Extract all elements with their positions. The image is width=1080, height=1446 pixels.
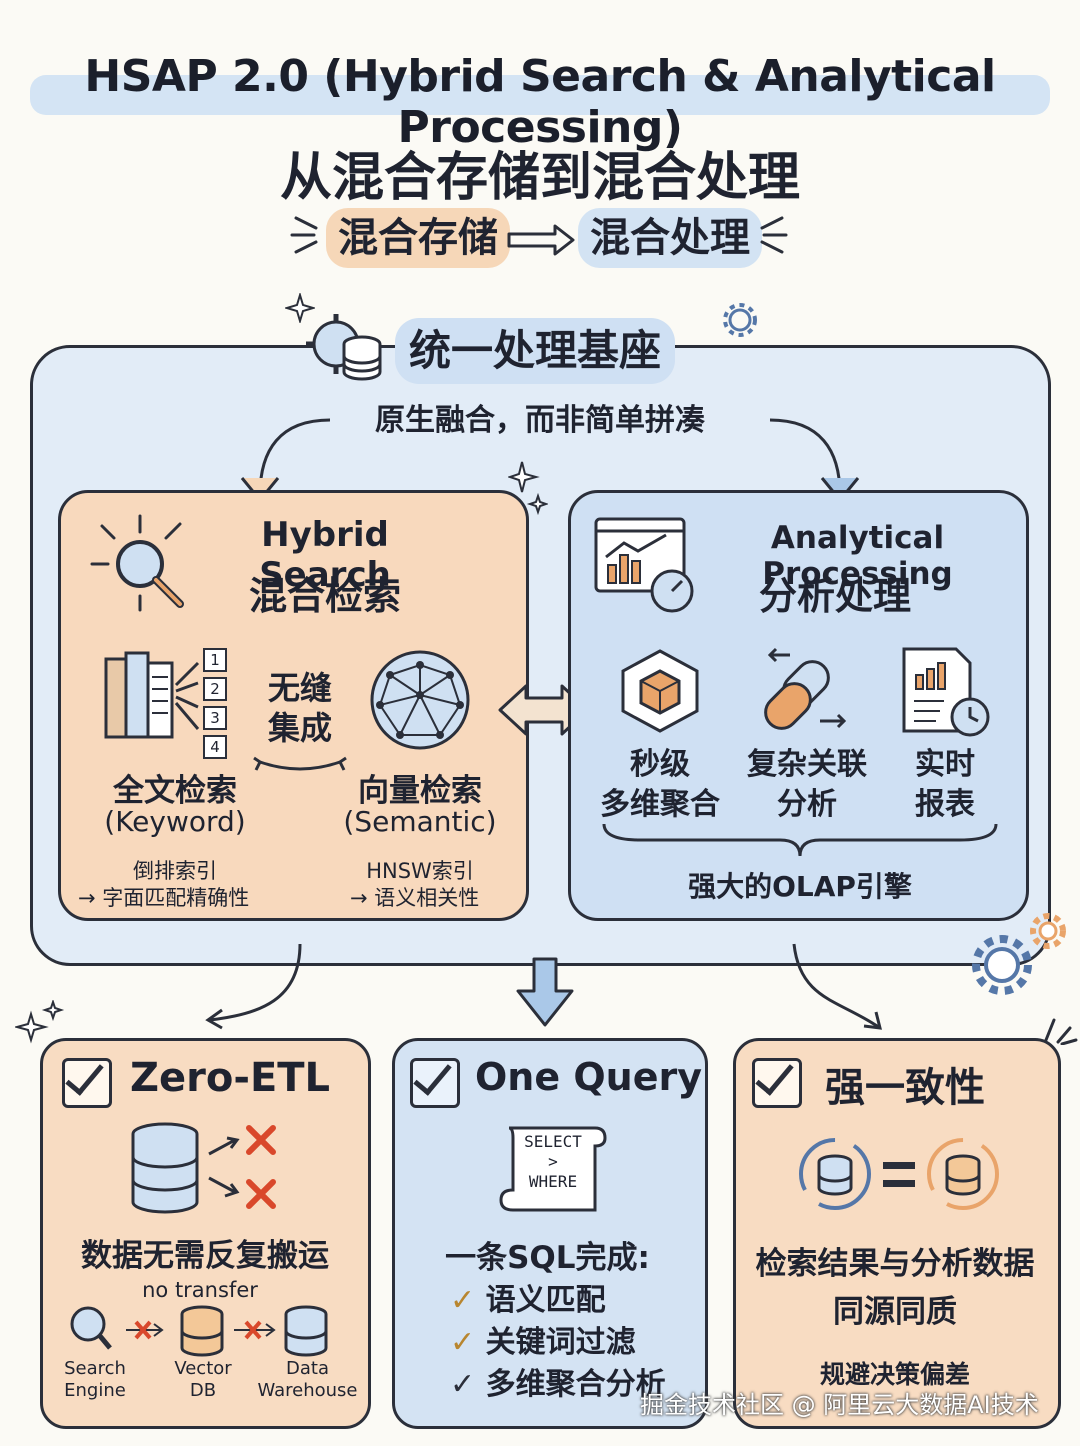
one-query-desc: 一条SQL完成: bbox=[445, 1240, 650, 1276]
report-clock-icon bbox=[898, 645, 993, 740]
gear-icon bbox=[720, 300, 760, 340]
check-mark-icon: ✓ bbox=[450, 1367, 486, 1402]
one-query-item: ✓ 语义匹配 bbox=[450, 1283, 606, 1318]
database-no-transfer-icon bbox=[125, 1120, 295, 1220]
one-query-list: ✓ 语义匹配 ✓ 关键词过滤 ✓ 多维聚合分析 bbox=[450, 1280, 700, 1406]
sql-select: SELECT bbox=[524, 1132, 582, 1151]
gear-database-icon bbox=[300, 300, 390, 390]
feature-aggregation-label: 秒级多维聚合 bbox=[600, 747, 720, 822]
subtitle: 从混合存储到混合处理 bbox=[279, 148, 800, 208]
sparkle-lines-right-icon bbox=[756, 210, 788, 260]
curved-arrow-down-right-icon bbox=[792, 943, 882, 1030]
brace-icon bbox=[602, 823, 998, 857]
hybrid-search-title-zh: 混合检索 bbox=[248, 574, 401, 618]
sql-arrow: > bbox=[548, 1152, 558, 1171]
keyword-title: 全文检索 bbox=[113, 773, 237, 809]
keyword-desc2: → 字面匹配精确性 bbox=[78, 886, 250, 910]
sql-scroll-icon: SELECT > WHERE bbox=[495, 1120, 610, 1220]
analytical-title-zh: 分析处理 bbox=[758, 574, 911, 618]
olap-engine-label: 强大的OLAP引擎 bbox=[688, 870, 912, 903]
keyword-desc1: 倒排索引 bbox=[133, 859, 217, 883]
list-number: 1 bbox=[203, 648, 227, 672]
semantic-desc1: HNSW索引 bbox=[366, 859, 474, 883]
emphasis-lines-icon bbox=[1040, 1010, 1080, 1046]
flow-from-label: 混合存储 bbox=[326, 208, 510, 268]
books-index-icon bbox=[100, 645, 235, 745]
numbered-list: 1 2 3 4 bbox=[203, 648, 231, 759]
base-title: 统一处理基座 bbox=[395, 318, 676, 384]
zero-etl-title: Zero-ETL bbox=[130, 1055, 331, 1101]
list-number: 3 bbox=[203, 706, 227, 730]
semantic-title: 向量检索 bbox=[358, 773, 482, 809]
checkbox-icon bbox=[752, 1058, 802, 1108]
checkbox-icon bbox=[410, 1058, 460, 1108]
consistency-desc1: 检索结果与分析数据 bbox=[755, 1246, 1035, 1282]
keyword-en: (Keyword) bbox=[104, 805, 246, 838]
list-number: 2 bbox=[203, 677, 227, 701]
sync-databases-icon bbox=[795, 1130, 1005, 1220]
curved-arrow-down-left-icon bbox=[205, 943, 302, 1030]
systems-icons bbox=[62, 1302, 362, 1358]
gears-icon bbox=[960, 905, 1070, 1005]
one-query-title: One Query bbox=[475, 1055, 702, 1099]
no-transfer-label: no transfer bbox=[142, 1278, 258, 1302]
sparkle-lines-left-icon bbox=[290, 210, 322, 260]
base-subtitle: 原生融合，而非简单拼凑 bbox=[375, 403, 705, 438]
bidirectional-arrow-icon bbox=[253, 756, 347, 771]
sparkle-icon bbox=[283, 291, 317, 325]
feature-report-label: 实时报表 bbox=[915, 747, 975, 822]
main-title: HSAP 2.0 (Hybrid Search & Analytical Pro… bbox=[20, 45, 1060, 153]
check-mark-icon: ✓ bbox=[450, 1325, 486, 1360]
sparkle-icon bbox=[506, 460, 550, 520]
sparkle-icon bbox=[13, 998, 65, 1050]
semantic-en: (Semantic) bbox=[343, 805, 497, 838]
list-number: 4 bbox=[203, 735, 227, 759]
hybrid-search-title-en: Hybrid Search bbox=[259, 515, 391, 595]
seamless-label: 无缝 集成 bbox=[267, 669, 332, 747]
sql-where: WHERE bbox=[528, 1172, 578, 1191]
chain-link-icon bbox=[760, 645, 855, 735]
semantic-desc2: → 语义相关性 bbox=[350, 886, 480, 910]
one-query-item: ✓ 关键词过滤 bbox=[450, 1325, 636, 1360]
checkbox-icon bbox=[62, 1058, 112, 1108]
one-query-item: ✓ 多维聚合分析 bbox=[450, 1367, 666, 1402]
search-expand-icon bbox=[88, 510, 198, 620]
down-arrow-icon bbox=[516, 957, 574, 1027]
feature-join-label: 复杂关联分析 bbox=[747, 747, 867, 822]
cube-icon bbox=[615, 645, 705, 735]
vector-network-icon bbox=[360, 645, 480, 755]
analytical-title-en: Analytical Processing bbox=[762, 520, 953, 592]
consistency-desc2: 同源同质 bbox=[833, 1294, 957, 1330]
zero-etl-desc: 数据无需反复搬运 bbox=[81, 1238, 329, 1274]
consistency-title: 强一致性 bbox=[825, 1065, 985, 1111]
check-mark-icon: ✓ bbox=[450, 1283, 486, 1318]
arrow-right-icon bbox=[505, 222, 577, 258]
dashboard-chart-icon bbox=[592, 515, 702, 615]
flow-to-label: 混合处理 bbox=[578, 208, 762, 268]
watermark: 掘金技术社区 @ 阿里云大数据AI技术 bbox=[640, 1391, 1039, 1419]
consistency-note: 规避决策偏差 bbox=[819, 1360, 970, 1389]
